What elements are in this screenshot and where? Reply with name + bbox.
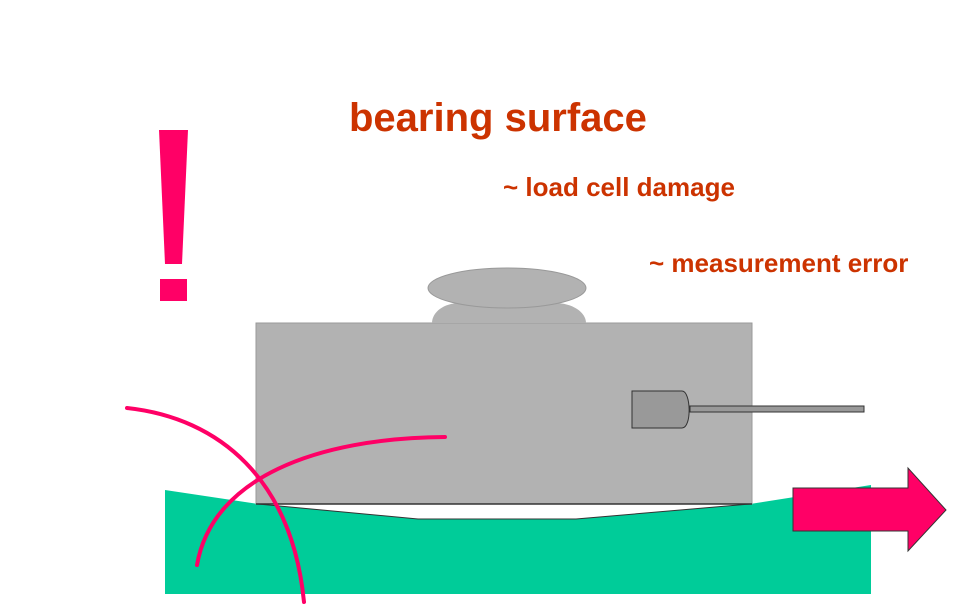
exclamation-mark-icon: [159, 130, 188, 301]
cable: [689, 405, 865, 413]
stress-curve-2: [195, 435, 447, 567]
note-load-cell-damage: ~ load cell damage: [503, 172, 735, 202]
stress-curve-1: [125, 406, 306, 604]
right-arrow-icon: [792, 466, 947, 553]
load-button-neck: [432, 303, 586, 323]
cable-connector: [631, 390, 690, 429]
load-button: [427, 267, 587, 309]
diagram-title: bearing surface: [349, 96, 647, 140]
note-measurement-error: ~ measurement error: [649, 248, 909, 278]
